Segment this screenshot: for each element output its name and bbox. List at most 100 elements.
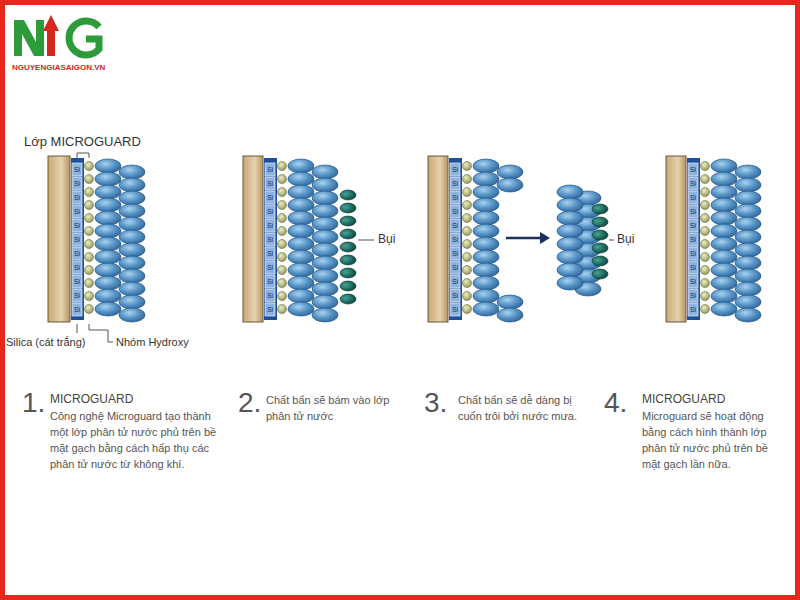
hydroxy-dot [278, 292, 287, 301]
leader-line [77, 324, 78, 333]
step-text: Công nghệ Microguard tạo thành một lớp p… [50, 408, 222, 472]
dust-particle [340, 268, 356, 278]
silica-cell [450, 191, 460, 204]
water-molecule [557, 237, 583, 251]
water-molecule [735, 191, 761, 205]
water-molecule [473, 198, 499, 212]
hydroxy-dot [85, 292, 94, 301]
water-molecule [119, 243, 145, 257]
silica-symbol: Si [72, 219, 82, 232]
dust-particle [592, 204, 608, 214]
water-molecule [473, 289, 499, 303]
water-molecule [735, 256, 761, 270]
water-molecule [312, 165, 338, 179]
water-molecule [473, 211, 499, 225]
water-molecule [735, 243, 761, 257]
water-molecule [288, 276, 314, 290]
water-molecule [312, 191, 338, 205]
water-molecule [119, 230, 145, 244]
silica-symbol: Si [265, 247, 275, 260]
hydroxy-dot [701, 279, 710, 288]
water-molecule [557, 276, 583, 290]
dust-particle [340, 281, 356, 291]
water-molecule [119, 295, 145, 309]
hydroxy-dot [85, 201, 94, 210]
water-molecule [473, 159, 499, 173]
water-molecule [95, 250, 121, 264]
hydroxy-dot [701, 292, 710, 301]
silica-cell [72, 205, 82, 218]
silica-symbol: Si [688, 219, 698, 232]
tile-surface [666, 156, 686, 322]
silica-cell [72, 247, 82, 260]
water-molecule [312, 256, 338, 270]
dust-particle [340, 242, 356, 252]
hydroxy-dot [463, 227, 472, 236]
water-molecule [473, 276, 499, 290]
silica-cell [72, 191, 82, 204]
water-molecule [735, 269, 761, 283]
silica-symbol: Si [688, 303, 698, 316]
water-molecule [95, 289, 121, 303]
water-molecule [711, 237, 737, 251]
step-number: 2. [238, 386, 261, 420]
water-molecule [557, 198, 583, 212]
water-molecule [312, 243, 338, 257]
silica-cell [450, 219, 460, 232]
silica-symbol: Si [450, 289, 460, 302]
silica-layer [449, 158, 462, 320]
silica-symbol: Si [72, 191, 82, 204]
hydroxy-dot [463, 292, 472, 301]
water-molecule [497, 165, 523, 179]
water-molecule [288, 237, 314, 251]
silica-cell [72, 289, 82, 302]
hydroxy-dot [463, 266, 472, 275]
silica-cell [265, 233, 275, 246]
water-molecule [557, 250, 583, 264]
silica-symbol: Si [72, 247, 82, 260]
water-molecule [288, 289, 314, 303]
water-molecule [473, 224, 499, 238]
water-molecule [312, 308, 338, 322]
water-molecule [288, 211, 314, 225]
water-molecule [735, 204, 761, 218]
hydroxy-dot [278, 253, 287, 262]
water-molecule [119, 191, 145, 205]
water-molecule [473, 172, 499, 186]
silica-symbol: Si [265, 219, 275, 232]
leader-line [89, 324, 113, 342]
leader-line [609, 240, 614, 241]
hydroxy-dot [463, 188, 472, 197]
water-molecule [735, 165, 761, 179]
silica-symbol: Si [265, 303, 275, 316]
water-molecule [497, 178, 523, 192]
step-number: 4. [604, 386, 627, 420]
hydroxy-dot [701, 305, 710, 314]
hydroxy-dot [85, 266, 94, 275]
hydroxy-dot [85, 175, 94, 184]
logo-mark [14, 15, 99, 56]
silica-cell [688, 261, 698, 274]
silica-cell [72, 219, 82, 232]
dust-particle [592, 230, 608, 240]
silica-cell [72, 261, 82, 274]
silica-cell [72, 275, 82, 288]
silica-cell [265, 289, 275, 302]
water-molecule [119, 282, 145, 296]
silica-cell [265, 275, 275, 288]
step-heading: MICROGUARD [50, 392, 133, 406]
step-number: 3. [424, 386, 447, 420]
water-molecule [557, 224, 583, 238]
hydroxy-dot [85, 240, 94, 249]
part-label: Bụi [617, 232, 634, 246]
hydroxy-dot [85, 253, 94, 262]
silica-symbol: Si [265, 177, 275, 190]
water-molecule [119, 308, 145, 322]
silica-cell [688, 177, 698, 190]
water-molecule [735, 217, 761, 231]
hydroxy-dot [278, 188, 287, 197]
tile-surface [48, 156, 70, 322]
silica-cell [688, 205, 698, 218]
silica-cell [688, 303, 698, 316]
hydroxy-dot [278, 266, 287, 275]
